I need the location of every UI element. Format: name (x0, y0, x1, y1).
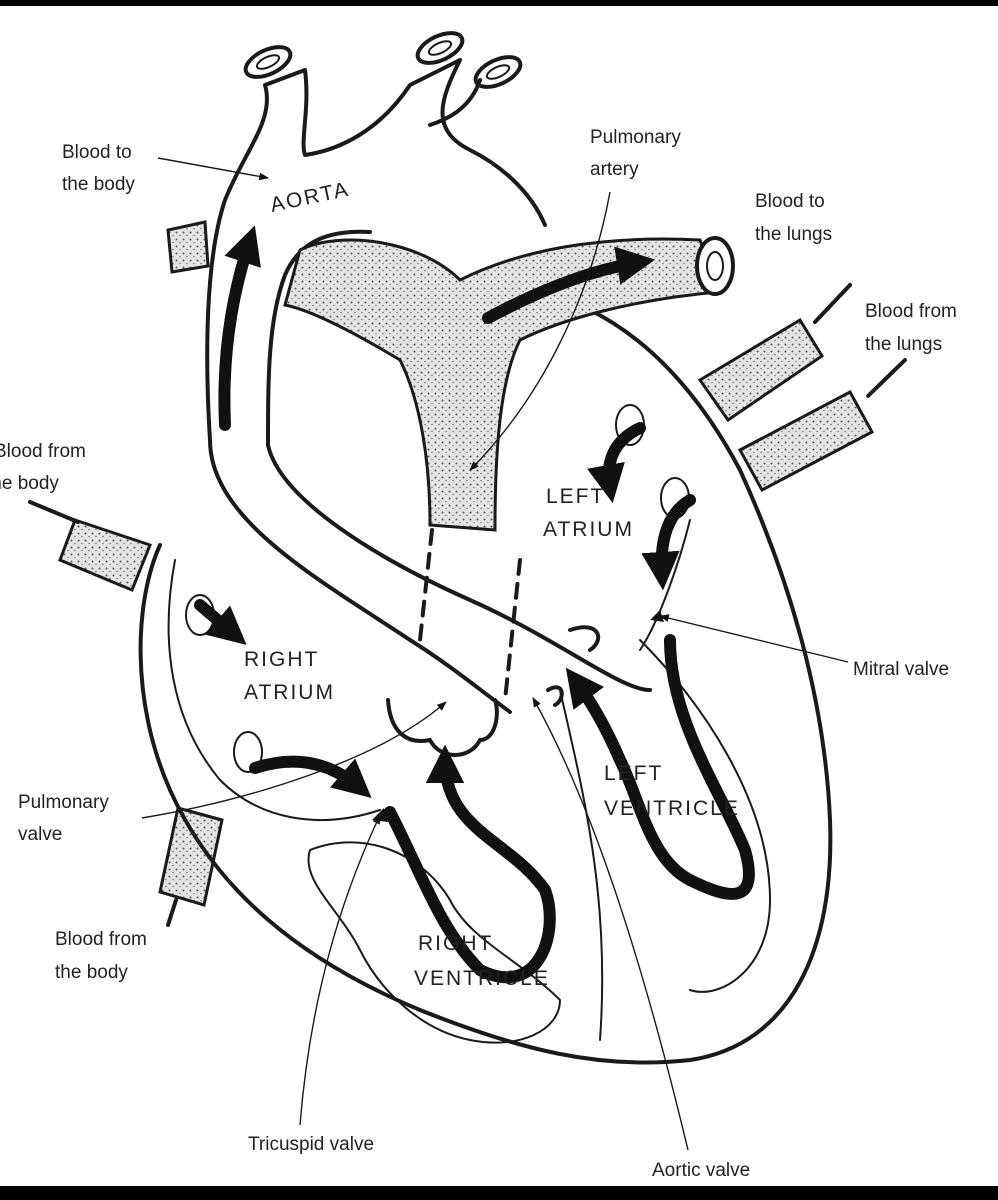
flow-arrow-left-atrium-1 (587, 422, 646, 504)
pulmonary-trunk-hidden-left (418, 528, 434, 642)
label-blood-from-body-upper: Blood from the body (0, 441, 86, 494)
tricuspid-valve-label: Tricuspid valve (248, 1134, 374, 1155)
leader-tricuspid-valve (299, 814, 381, 1126)
mitral-valve-cusp (568, 625, 601, 652)
left-ventricle-line2: VENTRICLE (604, 797, 740, 820)
pulmonary-artery-line1: Pulmonary (590, 127, 681, 148)
right-atrium-line1: RIGHT (244, 648, 319, 671)
blood-from-body-upper-line2: the body (0, 473, 59, 494)
pulmonary-trunk-hidden-right (503, 558, 522, 702)
label-right-ventricle: RIGHT VENTRICLE (414, 932, 550, 990)
aorta-inner (266, 229, 372, 447)
vena-cava-superior (28, 500, 152, 592)
right-ventricle-line1: RIGHT (418, 932, 493, 955)
label-blood-from-body-lower: Blood from the body (55, 929, 147, 983)
blood-from-lungs-line1: Blood from (865, 301, 957, 322)
aorta-side-stub (166, 220, 210, 274)
flow-arrow-aorta (218, 225, 261, 431)
blood-from-body-lower-line2: the body (55, 962, 128, 983)
label-blood-to-lungs: Blood to the lungs (755, 191, 832, 245)
blood-from-body-lower-line1: Blood from (55, 929, 147, 950)
pulmonary-artery-trunk (283, 237, 721, 532)
left-ventricle-inner (639, 639, 772, 993)
leader-pulmonary-valve (141, 701, 447, 819)
leader-pulmonary-artery (469, 191, 611, 471)
flow-arrow-right-ventricle-loop (384, 744, 556, 984)
aorta-outer (205, 58, 547, 442)
heart-outline (138, 297, 833, 1065)
label-left-atrium: LEFT ATRIUM (543, 485, 634, 541)
pulmonary-valve-line1: Pulmonary (18, 792, 109, 813)
blood-from-body-upper-line1: Blood from (0, 441, 86, 462)
left-ventricle-line1: LEFT (604, 762, 663, 785)
aortic-valve-label: Aortic valve (652, 1160, 750, 1181)
label-pulmonary-artery: Pulmonary artery (590, 127, 681, 180)
paper (0, 6, 998, 1186)
blood-to-body-line1: Blood to (62, 142, 132, 163)
left-atrium-line2: ATRIUM (543, 518, 634, 541)
leader-mitral-valve (659, 614, 849, 663)
flow-arrow-right-atrium (194, 599, 247, 645)
septum-line (559, 689, 604, 1041)
aortic-valve-cusp (546, 685, 564, 707)
label-right-atrium: RIGHT ATRIUM (244, 648, 335, 704)
label-blood-to-body: Blood to the body (62, 142, 135, 195)
aorta-descending (208, 438, 512, 714)
blood-to-lungs-line1: Blood to (755, 191, 825, 212)
pulmonary-artery-opening (695, 236, 735, 296)
leader-aortic-valve (532, 697, 689, 1151)
mitral-valve-label: Mitral valve (853, 659, 949, 680)
aorta-descending-inner (266, 443, 652, 692)
blood-from-lungs-line2: the lungs (865, 334, 942, 355)
pulmonary-artery-line2: artery (590, 159, 639, 180)
pulmonary-artery-lumen (706, 251, 724, 281)
label-pulmonary-valve: Pulmonary valve (18, 792, 109, 845)
label-left-ventricle: LEFT VENTRICLE (604, 762, 740, 820)
flow-arrow-left-atrium-2 (641, 494, 696, 591)
pulmonary-vein-lower (737, 358, 907, 493)
flow-arrow-left-ventricle-loop (565, 634, 755, 900)
blood-to-body-line2: the body (62, 174, 135, 195)
right-ventricle-line2: VENTRICLE (414, 967, 550, 990)
vena-cava-inferior (158, 806, 224, 927)
left-atrium-line1: LEFT (546, 485, 605, 508)
aorta-branches (243, 31, 523, 127)
right-atrium-line2: ATRIUM (244, 681, 335, 704)
leader-blood-to-body (157, 157, 269, 181)
flow-arrow-to-right-ventricle (249, 755, 372, 799)
label-blood-from-lungs: Blood from the lungs (865, 301, 957, 355)
flow-arrow-to-lungs (482, 246, 656, 324)
pulmonary-vein-upper (697, 283, 852, 423)
right-atrium-inner (167, 559, 381, 821)
pulmonary-valve-line2: valve (18, 824, 62, 845)
right-ventricle-muscle (307, 841, 562, 1044)
blood-to-lungs-line2: the lungs (755, 224, 832, 245)
